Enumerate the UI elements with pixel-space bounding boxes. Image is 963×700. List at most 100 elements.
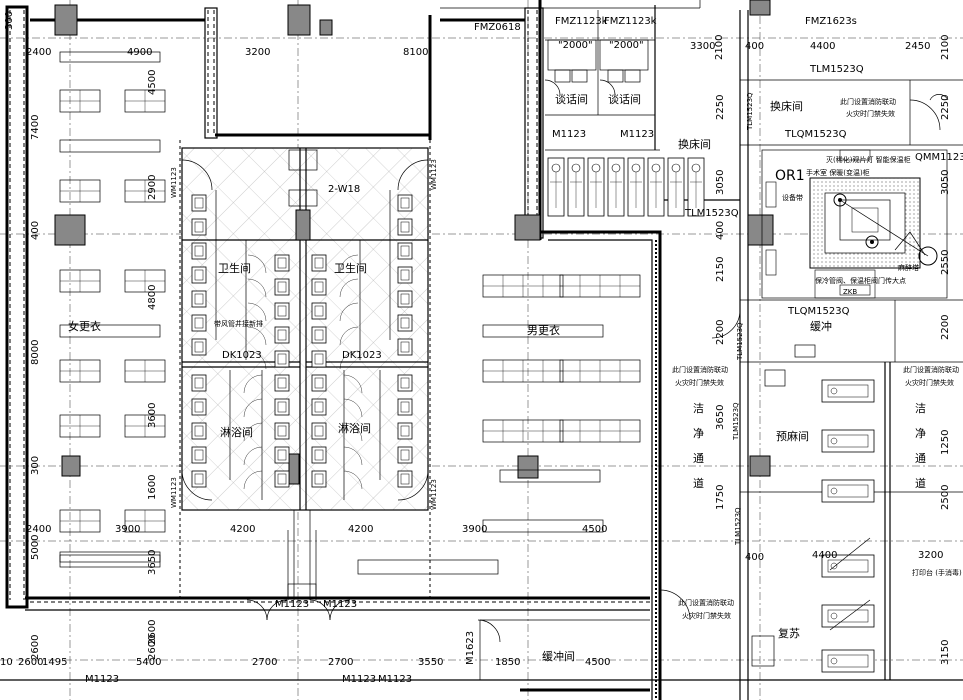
wc-bowl [277, 449, 287, 461]
toilet-fixtures [191, 194, 413, 490]
locker-benches [59, 51, 641, 575]
room-recovery: 复苏 [778, 626, 800, 640]
door-tag: TLM1523Q [732, 402, 740, 441]
dimension-label: 400 [745, 41, 764, 52]
room-shower-left: 淋浴间 [220, 426, 253, 439]
equipment-arm [829, 537, 871, 571]
dimension-label: 2200 [715, 320, 726, 345]
note: 灭(稀化)观片灯 智能保温柜 [826, 155, 911, 164]
wc-fixture [397, 290, 413, 308]
wc-fixture [311, 398, 327, 416]
wc-fixture [311, 302, 327, 320]
talk-room-furniture [547, 39, 649, 83]
wc-bowl [194, 221, 204, 233]
note: 此门设置消防联动 [678, 598, 734, 607]
bench [482, 519, 604, 533]
dimension-label: 3200 [918, 550, 943, 561]
wc-bowl [400, 377, 410, 389]
clean-corridor-right-3: 通 [915, 452, 926, 465]
dimension-label: 4900 [127, 47, 152, 58]
recovery-bed-inner [827, 484, 869, 498]
corridor-lines [287, 510, 317, 600]
bench [59, 551, 161, 563]
dimension-label: 4400 [810, 41, 835, 52]
recovery-bed [821, 554, 875, 578]
door-tag: "2000" [609, 40, 644, 51]
door-tag: M1123 [85, 674, 119, 685]
door-tag: WM1123 [170, 477, 178, 508]
dimension-label: 2550 [940, 250, 951, 275]
wc-bowl [400, 425, 410, 437]
door-tag: TLQM1523Q [784, 129, 847, 140]
wc-fixture [397, 470, 413, 488]
recovery-bed-inner [827, 434, 869, 448]
wc-fixture [397, 218, 413, 236]
stall-door-swing [243, 374, 263, 394]
wc-fixture [397, 266, 413, 284]
wc-bowl [277, 329, 287, 341]
wc-fixture [274, 326, 290, 344]
stall-door-swing [247, 326, 267, 346]
note: 火灾时门禁失效 [682, 611, 731, 620]
wc-fixture [191, 314, 207, 332]
wc-bowl [400, 245, 410, 257]
dimension-label: 4500 [582, 524, 607, 535]
stall-door-swing [339, 278, 359, 298]
wc-fixture [397, 242, 413, 260]
dimension-label: 4200 [230, 524, 255, 535]
stall-door-swing [339, 254, 359, 274]
wc-bowl [194, 473, 204, 485]
wc-fixture [191, 398, 207, 416]
clean-corridor-left-4: 道 [693, 476, 704, 490]
recovery-bed-head [830, 562, 838, 570]
dimension-label: 8100 [403, 47, 428, 58]
dimension-label: 4500 [585, 657, 610, 668]
recovery-bed [821, 604, 875, 628]
bench [59, 554, 161, 568]
door-tag: TLM1523Q [736, 322, 744, 361]
stall-door-swing [247, 254, 267, 274]
dimension-label: 4500 [147, 70, 158, 95]
dimension-label: 2450 [905, 41, 930, 52]
wall-stripes [9, 10, 657, 700]
stall-door-swing [343, 374, 363, 394]
dimension-label: 8000 [30, 340, 41, 365]
dimension-label: 1600 [147, 475, 158, 500]
door-tag: DK1023 [342, 350, 382, 361]
recovery-bed-head [830, 487, 838, 495]
wc-fixture [397, 338, 413, 356]
note: 麻醉塔 [898, 263, 919, 272]
dimension-label: 3550 [418, 657, 443, 668]
window-tag: 2-W18 [328, 184, 360, 195]
stall-door-swing [243, 398, 263, 418]
or1-room [761, 149, 948, 299]
door-tag: FMZ0618 [474, 22, 521, 33]
note: ZKB [843, 288, 857, 296]
dimension-label: 2250 [940, 95, 951, 120]
bench [59, 51, 161, 63]
door-tag: FMZ1123k [604, 16, 657, 27]
dimension-label: 2100 [714, 35, 725, 60]
wc-bowl [314, 473, 324, 485]
dimension-label: 3900 [115, 524, 140, 535]
dimension-label: 2600 [30, 635, 41, 660]
note: 此门设置消防联动 [903, 365, 959, 374]
dimension-label: 3300 [690, 41, 715, 52]
room-bed-change: 换床间 [678, 137, 711, 151]
dimension-label: 3650 [147, 550, 158, 575]
wc-fixture [397, 194, 413, 212]
recovery-bed-head [830, 437, 838, 445]
dimension-label: 1495 [42, 657, 67, 668]
door-tag: M1123 [552, 129, 586, 140]
stall-door-swing [247, 278, 267, 298]
door-tag: M1123 [342, 674, 376, 685]
door-tag: WM1123 [430, 159, 438, 190]
wc-fixture [397, 446, 413, 464]
note: 带风管井接新排 [214, 319, 263, 328]
wc-bowl [314, 353, 324, 365]
wc-bowl [314, 425, 324, 437]
wc-fixture [311, 470, 327, 488]
room-talk-2: 谈话间 [608, 93, 641, 106]
